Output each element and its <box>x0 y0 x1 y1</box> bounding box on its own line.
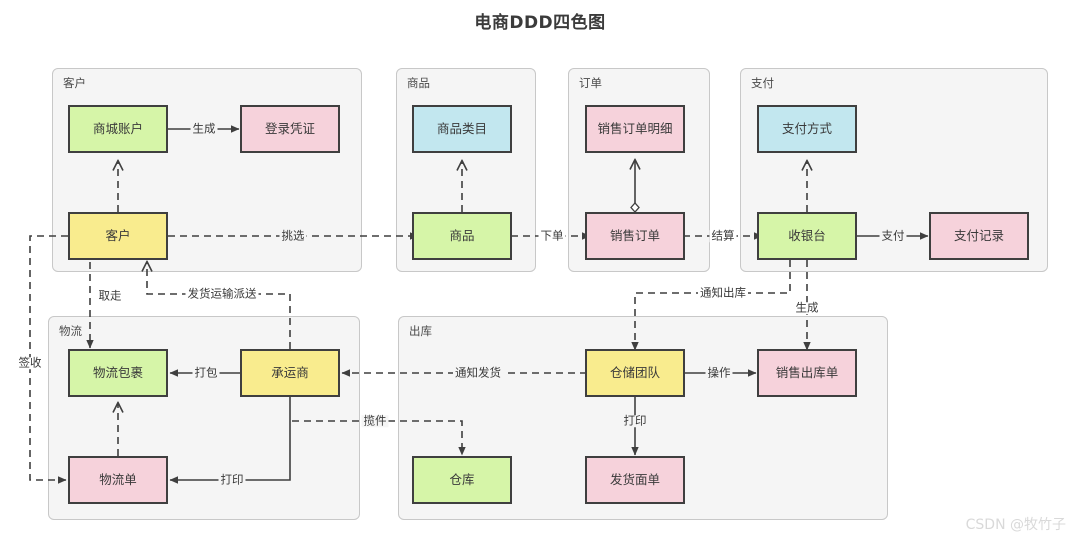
node-mall-account[interactable]: 商城账户 <box>68 105 168 153</box>
node-login-credential[interactable]: 登录凭证 <box>240 105 340 153</box>
edge-label-pay: 支付 <box>879 228 907 243</box>
edge-label-deliver: 发货运输派送 <box>185 286 259 301</box>
node-carrier[interactable]: 承运商 <box>240 349 340 397</box>
group-label-order: 订单 <box>579 76 602 90</box>
node-payment-method[interactable]: 支付方式 <box>757 105 857 153</box>
node-cashier[interactable]: 收银台 <box>757 212 857 260</box>
watermark: CSDN @牧竹子 <box>965 517 1066 533</box>
edge-label-notify-ship: 通知发货 <box>453 365 503 380</box>
node-warehouse[interactable]: 仓库 <box>412 456 512 504</box>
page-title: 电商DDD四色图 <box>474 13 606 33</box>
node-sales-order[interactable]: 销售订单 <box>585 212 685 260</box>
node-product[interactable]: 商品 <box>412 212 512 260</box>
edge-label-print-waybill: 打印 <box>218 472 246 487</box>
group-label-outbound: 出库 <box>409 324 432 338</box>
node-product-category[interactable]: 商品类目 <box>412 105 512 153</box>
edge-label-settle: 结算 <box>709 228 737 243</box>
node-customer[interactable]: 客户 <box>68 212 168 260</box>
edge-label-pack: 打包 <box>192 365 220 380</box>
edge-label-pickup-parcel: 揽件 <box>361 413 389 428</box>
group-label-customer: 客户 <box>63 76 86 90</box>
edge-label-take-away: 取走 <box>96 288 124 303</box>
edge-label-generate-credential: 生成 <box>190 121 218 136</box>
node-logistics-parcel[interactable]: 物流包裹 <box>68 349 168 397</box>
group-label-logistics: 物流 <box>59 324 82 338</box>
edge-label-sign: 签收 <box>16 355 44 370</box>
node-shipping-label[interactable]: 发货面单 <box>585 456 685 504</box>
node-payment-record[interactable]: 支付记录 <box>929 212 1029 260</box>
edge-label-notify-outbound: 通知出库 <box>698 285 748 300</box>
node-sales-outbound[interactable]: 销售出库单 <box>757 349 857 397</box>
edge-e-print-waybill <box>169 397 291 484</box>
edge-e-deliver <box>147 262 291 349</box>
node-logistics-order[interactable]: 物流单 <box>68 456 168 504</box>
group-label-product: 商品 <box>407 76 430 90</box>
edge-e-pickup-parcel <box>292 420 466 456</box>
node-order-detail[interactable]: 销售订单明细 <box>585 105 685 153</box>
edge-e-notify-outbound <box>631 260 791 351</box>
edge-label-pick: 挑选 <box>279 228 307 243</box>
edge-label-print-label: 打印 <box>621 413 649 428</box>
node-warehouse-team[interactable]: 仓储团队 <box>585 349 685 397</box>
edge-label-operate: 操作 <box>705 365 733 380</box>
group-label-payment: 支付 <box>751 76 774 90</box>
edge-label-place-order: 下单 <box>538 228 566 243</box>
edge-label-generate-outbound: 生成 <box>793 300 821 315</box>
